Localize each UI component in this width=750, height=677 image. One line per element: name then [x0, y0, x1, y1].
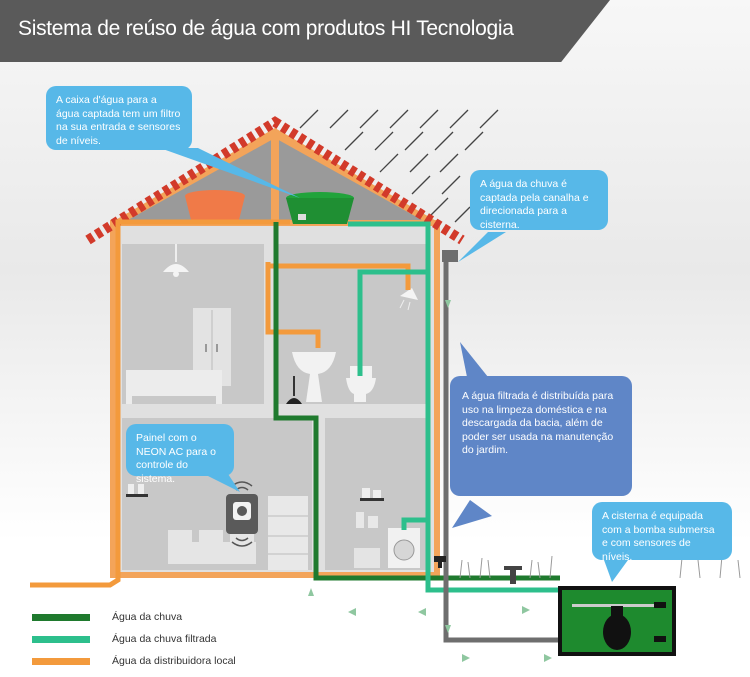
pump-icon [603, 606, 631, 650]
utility-tank-icon [185, 190, 245, 224]
legend-label-rain: Água da chuva [112, 611, 183, 623]
filtered-callout-tail-bottom [452, 500, 492, 528]
rain-pipes [273, 222, 560, 581]
washing-machine-icon [388, 528, 420, 568]
panel-device-icon [226, 481, 258, 547]
attic-divider [271, 134, 279, 222]
rain-icon [299, 109, 499, 223]
legend-label-filtered: Água da chuva filtrada [112, 633, 217, 645]
filtered-callout: A água filtrada é distribuída para uso n… [450, 376, 632, 496]
panel-callout: Painel com o NEON AC para o controle do … [126, 424, 234, 485]
cistern-callout-tail [604, 560, 628, 582]
legend-item-rain: Água da chuva [32, 606, 236, 628]
rain-callout-tail [458, 232, 506, 262]
grass [459, 555, 741, 579]
sofa-icon [168, 530, 256, 564]
roof [85, 116, 465, 245]
legend-label-utility: Água da distribuidora local [112, 655, 236, 667]
legend-swatch-utility [32, 657, 90, 665]
rain-callout: A água da chuva é captada pela canalha e… [470, 170, 608, 231]
utility-pipes [30, 219, 411, 588]
arrow-icon [308, 300, 552, 662]
filtered-pipes [348, 221, 560, 593]
tank-callout-tail [160, 148, 300, 198]
panel-callout-tail [204, 474, 240, 492]
legend: Água da chuva Água da chuva filtrada Águ… [32, 606, 236, 672]
tank-callout: A caixa d'água para a água captada tem u… [46, 86, 192, 150]
legend-swatch-rain [32, 613, 90, 621]
laundry-shelf-icon [354, 488, 384, 568]
shelf-icon [126, 484, 148, 497]
sink-icon [292, 352, 336, 402]
bookshelf-icon [268, 496, 308, 570]
sprinkler-icon [504, 566, 522, 584]
legend-item-filtered: Água da chuva filtrada [32, 628, 236, 650]
lamp-icon [163, 244, 189, 277]
faucet-icon [434, 556, 446, 568]
bed-icon [126, 370, 222, 404]
legend-item-utility: Água da distribuidora local [32, 650, 236, 672]
gutter-pipe [442, 250, 560, 643]
plunger-icon [286, 376, 302, 404]
page-title: Sistema de reúso de água com produtos HI… [18, 17, 514, 40]
level-sensor-icon [654, 602, 666, 642]
shower-icon [399, 288, 418, 311]
cistern-callout: A cisterna é equipada com a bomba submer… [592, 502, 732, 563]
rain-tank-icon [286, 192, 354, 224]
title-bar: Sistema de reúso de água com produtos HI… [0, 0, 610, 62]
legend-swatch-filtered [32, 635, 90, 643]
